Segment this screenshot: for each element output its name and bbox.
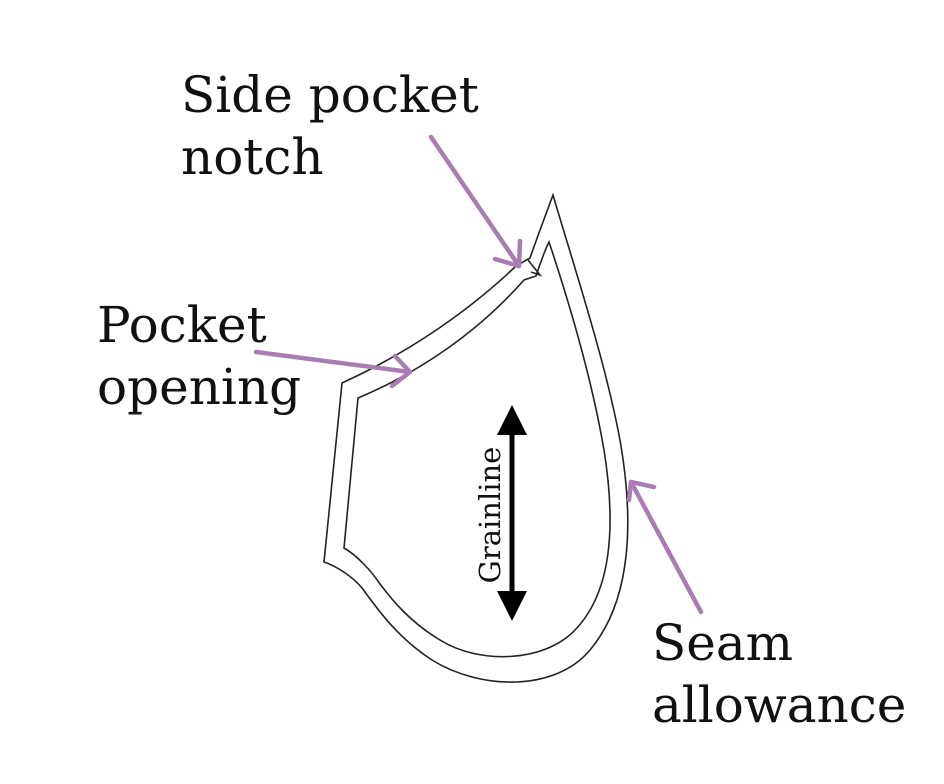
seam-allowance-label: Seam allowance	[652, 612, 906, 736]
seam-allowance-outline	[323, 192, 629, 683]
side-pocket-notch-label-line-1: Side pocket	[181, 66, 479, 124]
pocket-opening-label-line-1: Pocket	[97, 296, 267, 354]
side-pocket-notch-label: Side pocket notch	[181, 64, 479, 188]
side-pocket-notch-label-line-2: notch	[181, 128, 324, 186]
seam-allowance-label-line-2: allowance	[652, 676, 907, 734]
pocket-opening-arrow	[253, 349, 413, 389]
side-pocket-notch-mark	[527, 259, 543, 277]
seam-allowance-label-line-1: Seam	[652, 614, 794, 672]
pocket-opening-label: Pocket opening	[97, 294, 301, 418]
side-pocket-notch-arrow	[428, 134, 523, 269]
grainline-label: Grainline	[473, 447, 507, 584]
seam-allowance-arrow	[626, 479, 704, 615]
pocket-stitch-line	[343, 239, 611, 658]
pocket-opening-label-line-2: opening	[97, 358, 302, 416]
